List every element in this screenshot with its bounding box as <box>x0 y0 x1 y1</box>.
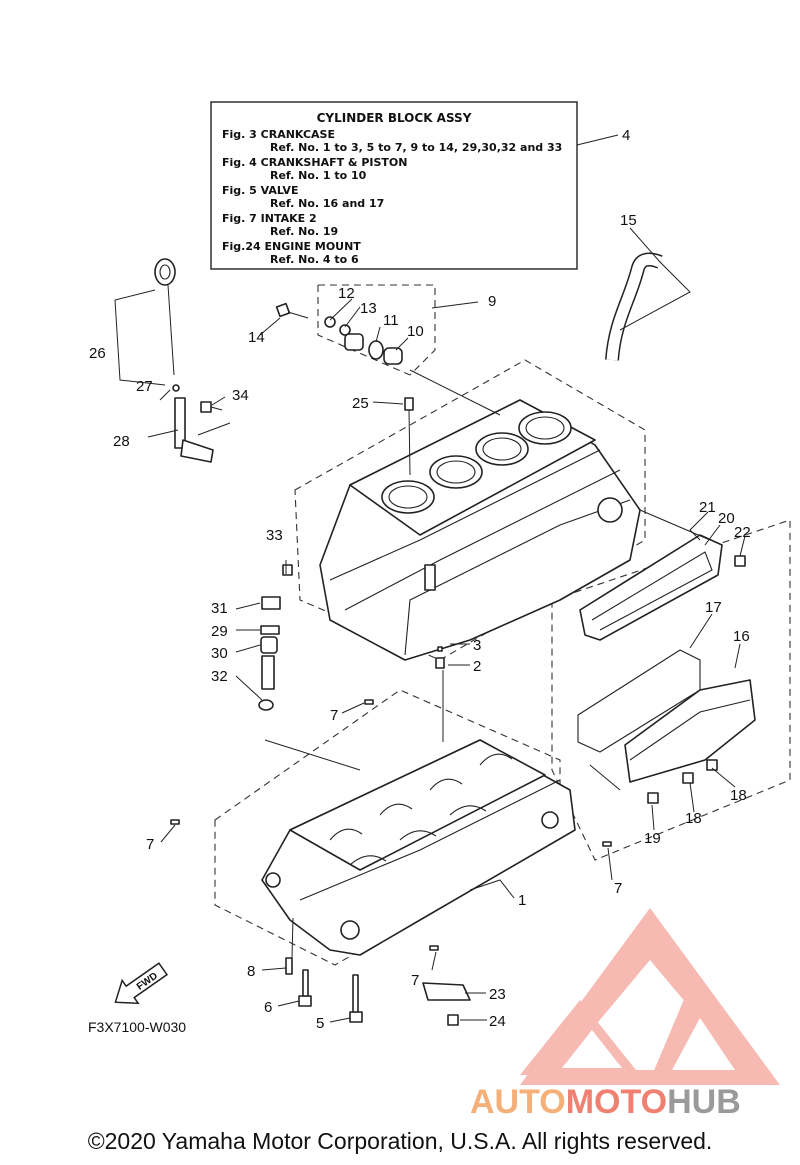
callout-label: 7 <box>614 880 622 897</box>
fwd-arrow: FWD <box>114 962 168 1005</box>
bolt-6 <box>298 969 312 1007</box>
callout-label: 13 <box>360 300 377 317</box>
callout-label: 9 <box>488 293 496 310</box>
diagram-code: F3X7100-W030 <box>88 1019 186 1035</box>
callouts: 1 2 3 4 5 6 7 7 7 7 7 8 9 10 11 12 13 14… <box>89 127 751 1032</box>
callout-label: 7 <box>146 836 154 853</box>
dowel-2 <box>435 657 445 669</box>
clamp-31 <box>261 596 281 610</box>
bolt-34 <box>200 401 223 413</box>
callout-label: 15 <box>620 212 637 229</box>
box-line-fig: Fig. 4 CRANKSHAFT & PISTON <box>222 156 408 169</box>
plug-12-13 <box>324 316 364 351</box>
pipe-32 <box>261 655 275 690</box>
watermark-logo <box>520 908 780 1085</box>
dowel-8 <box>285 957 293 975</box>
callout-label: 14 <box>248 329 265 346</box>
callout-label: 29 <box>211 623 228 640</box>
copyright-notice: ©2020 Yamaha Motor Corporation, U.S.A. A… <box>87 1128 713 1154</box>
bolt-22 <box>734 555 746 567</box>
callout-label: 32 <box>211 668 228 685</box>
callout-label: 34 <box>232 387 249 404</box>
intake-plate <box>579 534 723 641</box>
box-line-fig: Fig.24 ENGINE MOUNT <box>222 240 361 253</box>
bracket-29-30 <box>260 625 280 654</box>
dipstick <box>154 258 180 392</box>
cylinder-block <box>319 399 641 661</box>
pin-3 <box>437 646 443 652</box>
cover <box>624 679 756 783</box>
bolt-14 <box>275 302 309 319</box>
leader-lines <box>114 227 746 1023</box>
dipstick-tube <box>174 397 270 591</box>
bolt-24 <box>447 1014 459 1026</box>
callout-label: 6 <box>264 999 272 1016</box>
box-line-ref: Ref. No. 1 to 10 <box>270 169 367 182</box>
callout-label: 27 <box>136 378 153 395</box>
callout-label: 23 <box>489 986 506 1003</box>
box-line-fig: Fig. 3 CRANKCASE <box>222 128 335 141</box>
dowel-25 <box>404 397 414 411</box>
callout-label: 2 <box>473 658 481 675</box>
callout-label: 33 <box>266 527 283 544</box>
callout-label: 1 <box>518 892 526 909</box>
callout-label: 7 <box>411 972 419 989</box>
callout-label: 26 <box>89 345 106 362</box>
bracket-23 <box>422 982 471 1001</box>
crankcase <box>261 739 576 956</box>
callout-label: 12 <box>338 285 355 302</box>
bolt-18 <box>682 759 718 784</box>
callout-label: 31 <box>211 600 228 617</box>
callout-label: 18 <box>685 810 702 827</box>
box-line-fig: Fig. 5 VALVE <box>222 184 298 197</box>
box-title: CYLINDER BLOCK ASSY <box>317 111 472 125</box>
bolt-33 <box>282 564 293 576</box>
watermark-text: AUTOMOTOHUB <box>470 1083 741 1121</box>
callout-label: 7 <box>330 707 338 724</box>
callout-label: 18 <box>730 787 747 804</box>
callout-label: 5 <box>316 1015 324 1032</box>
callout-label: 28 <box>113 433 130 450</box>
box-line-ref: Ref. No. 1 to 3, 5 to 7, 9 to 14, 29,30,… <box>270 141 562 154</box>
callout-label: 20 <box>718 510 735 527</box>
callout-label: 25 <box>352 395 369 412</box>
callout-label: 11 <box>383 312 399 329</box>
reference-box: CYLINDER BLOCK ASSY Fig. 3 CRANKCASE Ref… <box>210 101 578 270</box>
callout-label: 30 <box>211 645 228 662</box>
pins-7 <box>170 699 612 951</box>
callout-label: 3 <box>473 637 481 654</box>
bolt-5 <box>349 974 363 1023</box>
box-line-ref: Ref. No. 16 and 17 <box>270 197 384 210</box>
hose <box>605 252 663 361</box>
callout-label: 10 <box>407 323 424 340</box>
callout-label: 17 <box>705 599 722 616</box>
callout-label: 19 <box>644 830 661 847</box>
callout-label: 22 <box>734 524 751 541</box>
box-line-ref: Ref. No. 4 to 6 <box>270 253 359 266</box>
callout-label: 16 <box>733 628 750 645</box>
box-line-ref: Ref. No. 19 <box>270 225 338 238</box>
bolt-19 <box>647 792 659 804</box>
callout-label: 21 <box>699 499 716 516</box>
o-ring-32 <box>258 699 274 711</box>
box-line-fig: Fig. 7 INTAKE 2 <box>222 212 317 225</box>
callout-label: 8 <box>247 963 255 980</box>
callout-label: 4 <box>622 127 630 144</box>
seal-10-11 <box>368 340 403 365</box>
callout-label: 24 <box>489 1013 506 1030</box>
